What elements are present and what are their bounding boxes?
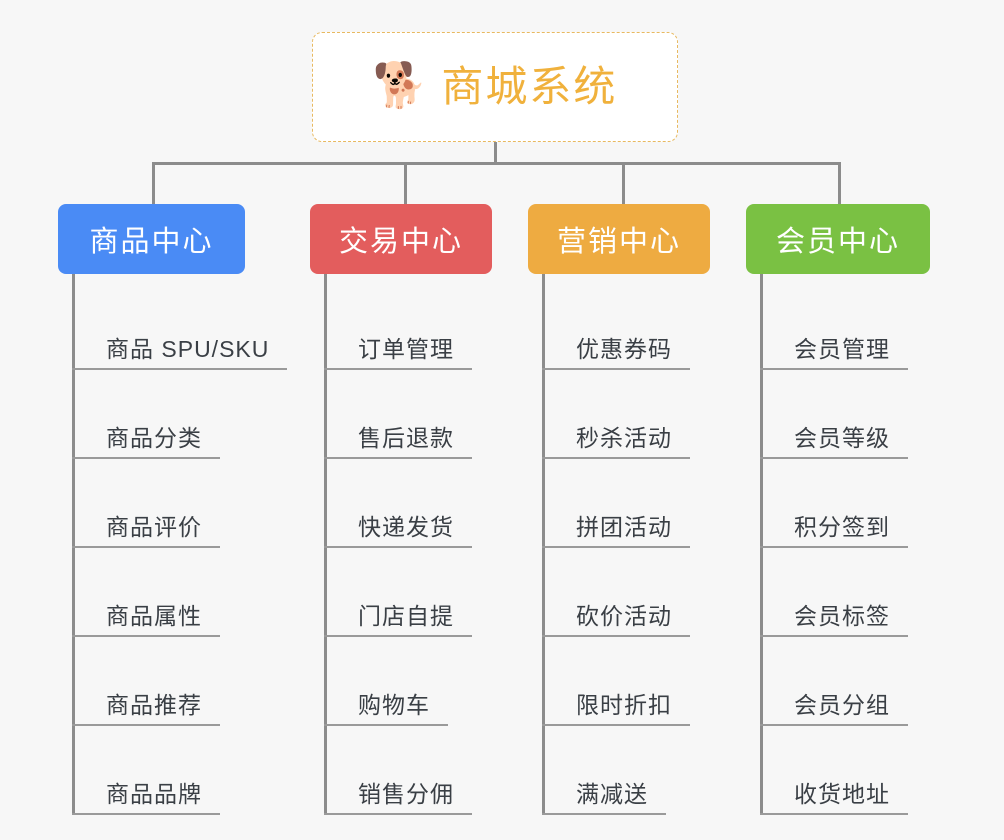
leaf-item[interactable]: 商品推荐 xyxy=(72,637,287,726)
leaf-item-label: 商品推荐 xyxy=(72,692,220,726)
leaf-item[interactable]: 会员管理 xyxy=(760,281,908,370)
leaf-item[interactable]: 砍价活动 xyxy=(542,548,690,637)
leaf-column-1: 商品 SPU/SKU 商品分类商品评价商品属性商品推荐商品品牌 xyxy=(72,281,288,815)
leaf-item-label: 门店自提 xyxy=(324,603,472,637)
leaf-item-label: 商品属性 xyxy=(72,603,220,637)
leaf-column-2: 订单管理售后退款快递发货门店自提购物车销售分佣 xyxy=(324,281,472,815)
leaf-item-label: 砍价活动 xyxy=(542,603,690,637)
leaf-item[interactable]: 快递发货 xyxy=(324,459,472,548)
leaf-item[interactable]: 门店自提 xyxy=(324,548,472,637)
leaf-item[interactable]: 商品品牌 xyxy=(72,726,287,815)
leaf-item-label: 商品品牌 xyxy=(72,781,220,815)
spine-stub-1 xyxy=(72,274,75,283)
leaf-item-label: 限时折扣 xyxy=(542,692,690,726)
leaf-item[interactable]: 积分签到 xyxy=(760,459,908,548)
leaf-column-3: 优惠券码秒杀活动拼团活动砍价活动限时折扣满减送 xyxy=(542,281,690,815)
category-box-1[interactable]: 商品中心 xyxy=(58,204,245,274)
leaf-spine xyxy=(542,281,545,815)
root-stem-connector xyxy=(494,142,497,165)
leaf-item-label: 商品评价 xyxy=(72,514,220,548)
leaf-item-label: 秒杀活动 xyxy=(542,425,690,459)
leaf-item-label: 会员管理 xyxy=(760,336,908,370)
leaf-item-label: 会员等级 xyxy=(760,425,908,459)
leaf-item[interactable]: 订单管理 xyxy=(324,281,472,370)
root-node[interactable]: 🐕 商城系统 xyxy=(312,32,678,142)
leaf-item-label: 商品分类 xyxy=(72,425,220,459)
leaf-item[interactable]: 满减送 xyxy=(542,726,690,815)
leaf-item[interactable]: 限时折扣 xyxy=(542,637,690,726)
horizontal-bus-connector xyxy=(152,162,841,165)
leaf-item-label: 优惠券码 xyxy=(542,336,690,370)
leaf-item[interactable]: 会员标签 xyxy=(760,548,908,637)
leaf-item[interactable]: 会员分组 xyxy=(760,637,908,726)
category-box-3[interactable]: 营销中心 xyxy=(528,204,710,274)
leaf-item-label: 订单管理 xyxy=(324,336,472,370)
leaf-item[interactable]: 会员等级 xyxy=(760,370,908,459)
leaf-item-label: 拼团活动 xyxy=(542,514,690,548)
leaf-item[interactable]: 商品属性 xyxy=(72,548,287,637)
category-label: 商品中心 xyxy=(89,226,214,258)
leaf-item-label: 快递发货 xyxy=(324,514,472,548)
leaf-item-label: 商品 SPU/SKU xyxy=(72,336,288,370)
leaf-item-label: 购物车 xyxy=(324,692,448,726)
category-label: 交易中心 xyxy=(338,226,463,258)
leaf-item[interactable]: 拼团活动 xyxy=(542,459,690,548)
leaf-item[interactable]: 收货地址 xyxy=(760,726,908,815)
leaf-item-label: 会员标签 xyxy=(760,603,908,637)
drop-connector-4 xyxy=(838,162,841,204)
leaf-column-4: 会员管理会员等级积分签到会员标签会员分组收货地址 xyxy=(760,281,908,815)
leaf-item[interactable]: 售后退款 xyxy=(324,370,472,459)
leaf-item-label: 会员分组 xyxy=(760,692,908,726)
leaf-item-label: 收货地址 xyxy=(760,781,908,815)
drop-connector-3 xyxy=(622,162,625,204)
category-box-4[interactable]: 会员中心 xyxy=(746,204,930,274)
leaf-spine xyxy=(760,281,763,815)
leaf-item[interactable]: 销售分佣 xyxy=(324,726,472,815)
leaf-item-label: 销售分佣 xyxy=(324,781,472,815)
category-label: 营销中心 xyxy=(556,226,681,258)
leaf-item[interactable]: 优惠券码 xyxy=(542,281,690,370)
leaf-item[interactable]: 商品 SPU/SKU xyxy=(72,281,288,370)
spine-stub-4 xyxy=(760,274,763,283)
drop-connector-1 xyxy=(152,162,155,204)
drop-connector-2 xyxy=(404,162,407,204)
leaf-item-label: 售后退款 xyxy=(324,425,472,459)
root-title: 商城系统 xyxy=(441,63,618,110)
leaf-item[interactable]: 商品分类 xyxy=(72,370,287,459)
leaf-item-label: 积分签到 xyxy=(760,514,908,548)
leaf-item-label: 满减送 xyxy=(542,781,666,815)
spine-stub-3 xyxy=(542,274,545,283)
spine-stub-2 xyxy=(324,274,327,283)
leaf-spine xyxy=(324,281,327,815)
category-label: 会员中心 xyxy=(775,226,900,258)
shiba-dog-icon: 🐕 xyxy=(372,61,428,110)
leaf-item[interactable]: 秒杀活动 xyxy=(542,370,690,459)
leaf-item[interactable]: 商品评价 xyxy=(72,459,287,548)
leaf-item[interactable]: 购物车 xyxy=(324,637,472,726)
category-box-2[interactable]: 交易中心 xyxy=(310,204,492,274)
leaf-spine xyxy=(72,281,75,815)
